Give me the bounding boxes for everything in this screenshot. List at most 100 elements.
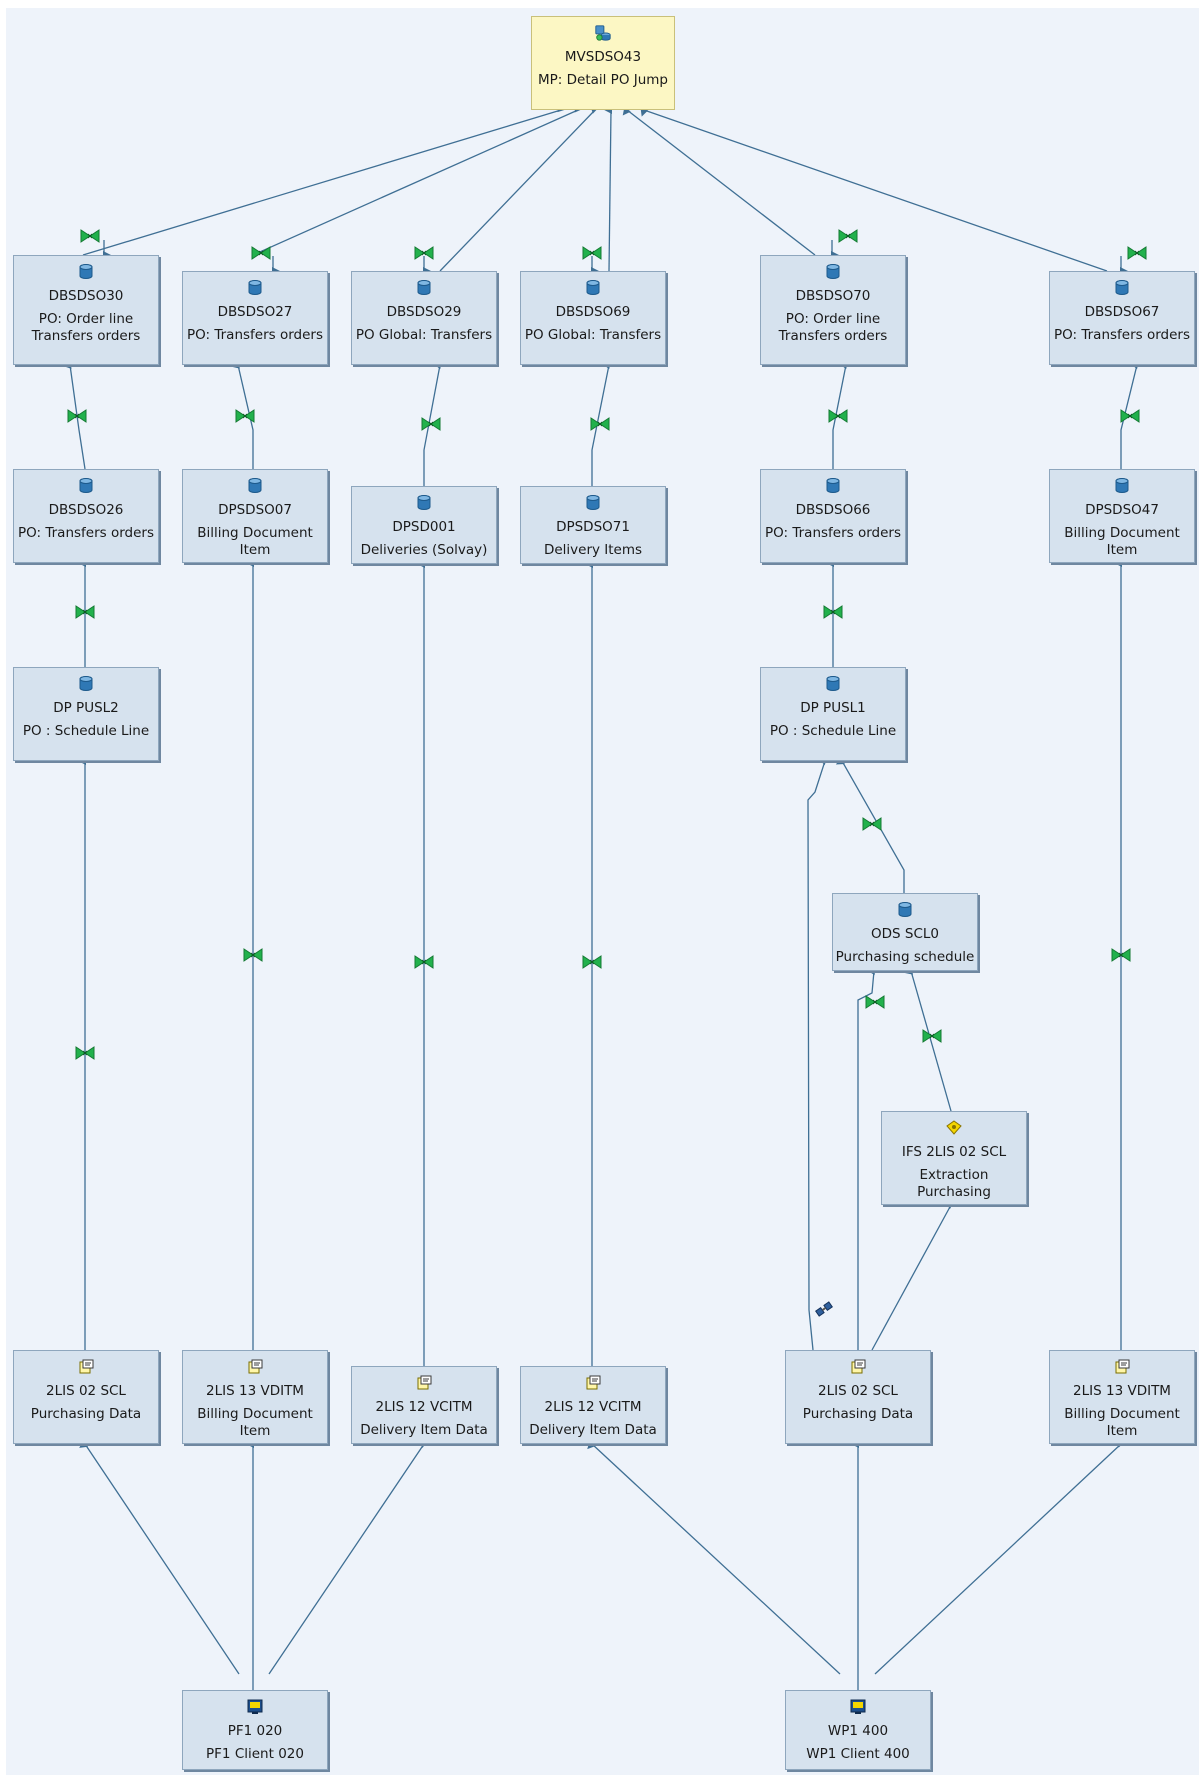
flow-edge[interactable] [904, 966, 952, 1112]
transformation-icon[interactable] [581, 245, 603, 261]
flow-edge[interactable] [835, 757, 905, 893]
multiprovider-icon [532, 21, 674, 45]
node-description: Purchasing Data [802, 1406, 914, 1422]
node-description: PO: Transfers orders [17, 525, 154, 541]
datasource-icon [183, 1355, 327, 1379]
flow-edge[interactable] [79, 1440, 240, 1675]
transformation-icon[interactable] [1126, 245, 1148, 261]
datasource-icon [786, 1355, 930, 1379]
transformation-icon[interactable] [864, 994, 886, 1010]
transformation-icon[interactable] [66, 408, 88, 424]
datasource-icon [352, 1371, 496, 1395]
node-description: PO Global: Transfers [524, 327, 662, 343]
flow-edge[interactable] [82, 103, 566, 256]
flow-edge[interactable] [604, 106, 613, 272]
dso-icon [1050, 276, 1194, 300]
transformation-icon[interactable] [581, 954, 603, 970]
transformation-icon[interactable] [413, 954, 435, 970]
node-name: IFS 2LIS 02 SCL [901, 1144, 1007, 1160]
transformation-icon[interactable] [250, 245, 272, 261]
node-name: MVSDSO43 [564, 49, 642, 65]
node-description: Deliveries (Solvay) [360, 542, 488, 558]
transformation-icon[interactable] [413, 245, 435, 261]
transformation-icon[interactable] [1119, 408, 1141, 424]
transformation-icon[interactable] [837, 228, 859, 244]
node-ifs-scl[interactable]: IFS 2LIS 02 SCL Extraction Purchasing [881, 1111, 1027, 1205]
flow-edge[interactable] [622, 106, 816, 256]
transformation-icon[interactable] [861, 816, 883, 832]
node-description: Billing Document Item [1064, 525, 1180, 558]
flow-edge[interactable] [439, 105, 599, 272]
transformation-icon[interactable] [420, 416, 442, 432]
node-name: 2LIS 13 VDITM [1073, 1383, 1171, 1399]
flow-edge[interactable] [591, 361, 611, 486]
node-name: PF1 020 [227, 1723, 283, 1739]
flow-edge[interactable] [252, 103, 583, 256]
transformation-icon[interactable] [79, 228, 101, 244]
dso-icon [14, 672, 158, 696]
dso-icon [14, 474, 158, 498]
transformation-icon[interactable] [74, 604, 96, 620]
node-description: Delivery Items [543, 542, 643, 558]
flow-edge[interactable] [268, 1440, 428, 1675]
flow-edge[interactable] [857, 967, 876, 1350]
transformation-icon[interactable] [827, 408, 849, 424]
transformation-icon[interactable] [234, 408, 256, 424]
flow-edge[interactable] [640, 107, 1108, 272]
transfer-rule-icon[interactable] [813, 1301, 835, 1317]
dso-icon [521, 276, 665, 300]
flow-edge[interactable] [832, 361, 848, 469]
flow-edge[interactable] [807, 757, 828, 1351]
flow-edge[interactable] [1120, 361, 1139, 469]
node-description: PF1 Client 020 [206, 1746, 304, 1762]
flow-edge[interactable] [874, 1438, 1125, 1675]
transformation-icon[interactable] [921, 1028, 943, 1044]
node-description: Delivery Item Data [360, 1422, 488, 1438]
datasource-icon [14, 1355, 158, 1379]
dso-icon [521, 491, 665, 515]
node-name: DBSDSO70 [795, 288, 871, 304]
flow-edge[interactable] [423, 361, 442, 486]
flow-edge[interactable] [63, 360, 86, 470]
node-name: DPSDSO47 [1085, 502, 1159, 518]
node-description: PO: Transfers orders [186, 327, 323, 343]
node-name: DBSDSO66 [795, 502, 871, 518]
flow-edge[interactable] [587, 1440, 841, 1675]
transformation-icon[interactable] [74, 1045, 96, 1061]
transformation-icon[interactable] [242, 947, 264, 963]
transformation-icon[interactable] [822, 604, 844, 620]
flow-edge[interactable] [871, 1201, 954, 1351]
node-name: DP PUSL2 [53, 700, 119, 716]
transformation-icon[interactable] [1110, 947, 1132, 963]
dso-icon [761, 260, 905, 284]
node-description: Extraction Purchasing [917, 1167, 991, 1200]
flow-edge[interactable] [231, 360, 254, 469]
transformation-icon[interactable] [589, 416, 611, 432]
node-name: DBSDSO26 [48, 502, 124, 518]
